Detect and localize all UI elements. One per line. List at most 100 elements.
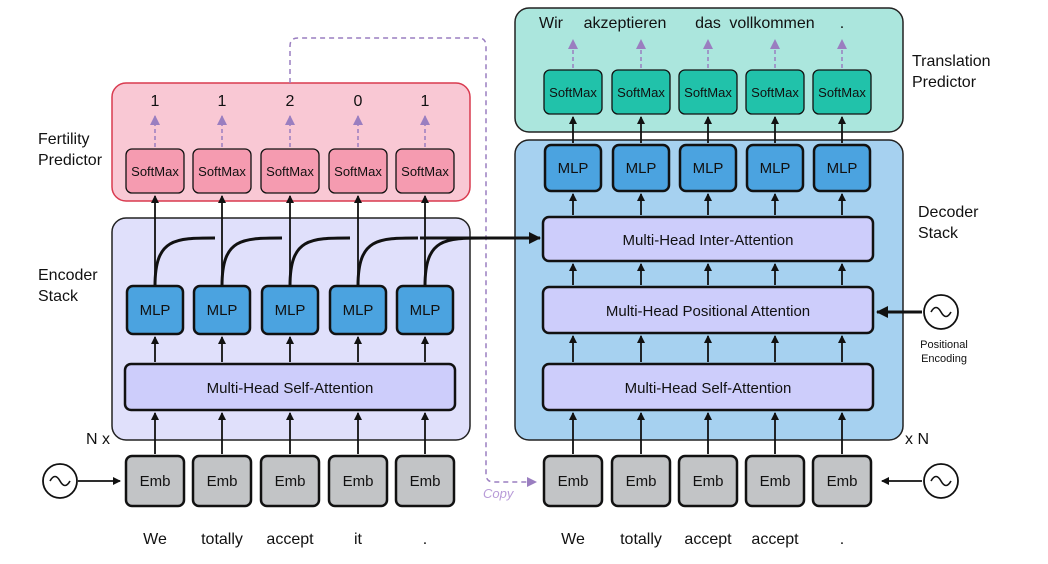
fertility-softmax-box bbox=[192, 148, 252, 194]
sine-wave-icon bbox=[49, 475, 71, 487]
translation-softmax-box bbox=[745, 69, 805, 115]
fertility-value: 0 bbox=[354, 93, 363, 110]
encoder-emb-box-label: Emb bbox=[410, 473, 441, 490]
encoder-emb-box bbox=[327, 454, 389, 508]
encoder-output-curve bbox=[288, 236, 351, 287]
encoder-emb-box bbox=[259, 454, 321, 508]
decoder-self-attention-box bbox=[541, 362, 875, 412]
fertility-value: 1 bbox=[218, 93, 227, 110]
decoder-input-word: accept bbox=[684, 531, 732, 548]
decoder-mlp-box-label: MLP bbox=[693, 160, 724, 177]
encoder-emb-box bbox=[191, 454, 253, 508]
source-word: it bbox=[354, 531, 363, 548]
positional-encoding-line1: Positional bbox=[920, 339, 968, 351]
decoder-title-line2: Stack bbox=[918, 225, 959, 242]
decoder-inter-attention-label: Multi-Head Inter-Attention bbox=[623, 232, 794, 249]
decoder-title-line1: Decoder bbox=[918, 204, 979, 221]
fertility-title-line2: Predictor bbox=[38, 152, 103, 169]
decoder-mlp-box-label: MLP bbox=[558, 160, 589, 177]
decoder-positional-attention-box bbox=[541, 285, 875, 335]
copy-dashed-connector bbox=[289, 37, 537, 487]
decoder-mlp-box bbox=[678, 143, 738, 193]
translation-title-line1: Translation bbox=[912, 53, 991, 70]
encoder-mlp-box-label: MLP bbox=[410, 302, 441, 319]
fertility-softmax-box-label: SoftMax bbox=[401, 164, 449, 179]
translation-output-word: Wir bbox=[539, 15, 564, 32]
translation-output-word: vollkommen bbox=[729, 15, 814, 32]
decoder-emb-box bbox=[677, 454, 739, 508]
decoder-emb-box-label: Emb bbox=[558, 473, 589, 490]
encoder-self-attention-box bbox=[123, 362, 457, 412]
decoder-positional-attention-label: Multi-Head Positional Attention bbox=[606, 303, 810, 320]
encoder-emb-box-label: Emb bbox=[140, 473, 171, 490]
fertility-value: 1 bbox=[151, 93, 160, 110]
translation-softmax-box-label: SoftMax bbox=[684, 85, 732, 100]
translation-output-word: akzeptieren bbox=[584, 15, 667, 32]
fertility-softmax-box bbox=[260, 148, 320, 194]
fertility-value: 2 bbox=[286, 93, 295, 110]
fertility-softmax-box bbox=[328, 148, 388, 194]
decoder-emb-box-label: Emb bbox=[760, 473, 791, 490]
decoder-mlp-box-label: MLP bbox=[760, 160, 791, 177]
decoder-emb-box bbox=[542, 454, 604, 508]
decoder-emb-box bbox=[811, 454, 873, 508]
translation-output-word: das bbox=[695, 15, 721, 32]
translation-softmax-box-label: SoftMax bbox=[818, 85, 866, 100]
fertility-softmax-box bbox=[395, 148, 455, 194]
encoder-output-curve bbox=[153, 236, 216, 287]
source-word: We bbox=[143, 531, 167, 548]
decoder-mlp-box bbox=[543, 143, 603, 193]
encoder-title-line1: Encoder bbox=[38, 267, 98, 284]
decoder-emb-box bbox=[610, 454, 672, 508]
encoder-emb-box bbox=[124, 454, 186, 508]
encoder-emb-box-label: Emb bbox=[343, 473, 374, 490]
encoder-emb-box-label: Emb bbox=[207, 473, 238, 490]
decoder-mlp-box bbox=[745, 143, 805, 193]
fertility-softmax-box-label: SoftMax bbox=[334, 164, 382, 179]
fertility-title-line1: Fertility bbox=[38, 131, 90, 148]
decoder-input-word: totally bbox=[620, 531, 662, 548]
encoder-mlp-box-label: MLP bbox=[275, 302, 306, 319]
positional-encoding-line2: Encoding bbox=[921, 353, 967, 365]
encoder-mlp-box-label: MLP bbox=[207, 302, 238, 319]
encoder-repeat-label: N x bbox=[86, 431, 110, 448]
fertility-softmax-box-label: SoftMax bbox=[131, 164, 179, 179]
decoder-mlp-box-label: MLP bbox=[626, 160, 657, 177]
decoder-input-word: accept bbox=[751, 531, 799, 548]
translation-output-word: . bbox=[840, 15, 844, 32]
encoder-output-curve bbox=[356, 236, 419, 287]
source-word: totally bbox=[201, 531, 243, 548]
decoder-mlp-box bbox=[812, 143, 872, 193]
decoder-emb-box-label: Emb bbox=[693, 473, 724, 490]
decoder-repeat-label: x N bbox=[905, 431, 929, 448]
translation-softmax-box bbox=[678, 69, 738, 115]
encoder-self-attention-label: Multi-Head Self-Attention bbox=[207, 380, 374, 397]
decoder-emb-box-label: Emb bbox=[626, 473, 657, 490]
fertility-softmax-box-label: SoftMax bbox=[266, 164, 314, 179]
decoder-emb-box-label: Emb bbox=[827, 473, 858, 490]
encoder-emb-box bbox=[394, 454, 456, 508]
decoder-mlp-box bbox=[611, 143, 671, 193]
encoder-title-line2: Stack bbox=[38, 288, 79, 305]
decoder-emb-box bbox=[744, 454, 806, 508]
decoder-self-attention-label: Multi-Head Self-Attention bbox=[625, 380, 792, 397]
decoder-input-word: . bbox=[840, 531, 844, 548]
fertility-softmax-box bbox=[125, 148, 185, 194]
fertility-softmax-box-label: SoftMax bbox=[198, 164, 246, 179]
translation-title-line2: Predictor bbox=[912, 74, 977, 91]
translation-softmax-box bbox=[812, 69, 872, 115]
source-word: accept bbox=[266, 531, 314, 548]
translation-softmax-box-label: SoftMax bbox=[617, 85, 665, 100]
translation-softmax-box bbox=[543, 69, 603, 115]
encoder-mlp-box-label: MLP bbox=[140, 302, 171, 319]
translation-softmax-box-label: SoftMax bbox=[549, 85, 597, 100]
translation-softmax-box bbox=[611, 69, 671, 115]
translation-softmax-box-label: SoftMax bbox=[751, 85, 799, 100]
sine-wave-icon bbox=[930, 306, 952, 318]
encoder-mlp-box-label: MLP bbox=[343, 302, 374, 319]
decoder-inter-attention-box bbox=[541, 215, 875, 263]
copy-label: Copy bbox=[483, 486, 515, 501]
decoder-mlp-box-label: MLP bbox=[827, 160, 858, 177]
decoder-input-word: We bbox=[561, 531, 585, 548]
